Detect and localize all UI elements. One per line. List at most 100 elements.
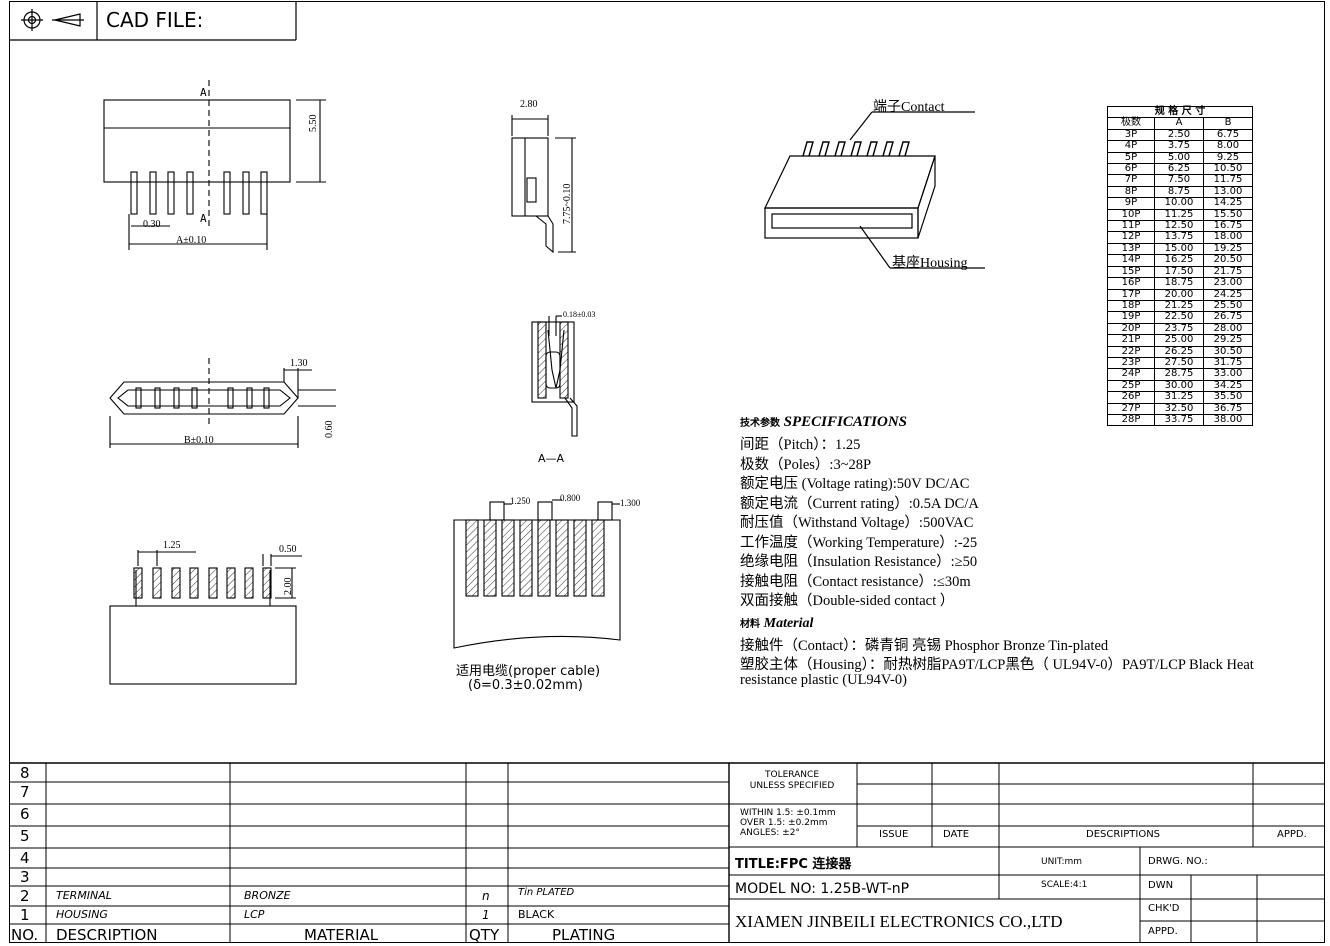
dimension-table-cell: 11.75: [1203, 174, 1253, 187]
bom-row-1-material: LCP: [244, 908, 265, 921]
front-view-dim-width: B±0.10: [184, 435, 214, 446]
front-view: [109, 358, 336, 448]
bottom-view-dim-pitch: 1.25: [163, 540, 181, 551]
bom-row-2-material: BRONZE: [244, 889, 291, 902]
dimension-table-header: B: [1203, 117, 1253, 130]
dimension-table-cell: 21.75: [1203, 265, 1253, 279]
dimension-table-cell: 22P: [1107, 345, 1155, 358]
dimension-table-cell: 8.75: [1154, 185, 1204, 199]
dimension-table-cell: 16P: [1107, 277, 1155, 290]
material-line: resistance plastic (UL94V-0): [740, 672, 907, 688]
dimension-table-cell: 13P: [1107, 242, 1155, 256]
dimension-table-cell: 3P: [1107, 128, 1155, 142]
dimension-table-cell: 11P: [1107, 220, 1155, 233]
dimension-table-cell: 5.00: [1154, 151, 1204, 165]
appd-label: APPD.: [1277, 829, 1307, 840]
housing-label: 基座Housing: [892, 256, 968, 271]
dimension-table-cell: 13.00: [1203, 185, 1253, 199]
dimension-table-cell: 7P: [1107, 174, 1155, 187]
dimension-table-cell: 16.25: [1154, 254, 1204, 267]
dimension-table-header: 极数: [1107, 117, 1155, 130]
spec-heading: 技术参数 SPECIFICATIONS: [740, 414, 907, 431]
dimension-table-cell: 9.25: [1203, 151, 1253, 165]
bom-row-number: 8: [20, 764, 30, 782]
bom-header-no: NO.: [11, 926, 39, 944]
top-view-label-a: A: [200, 86, 207, 99]
drwg-no-label: DRWG. NO.:: [1148, 856, 1208, 867]
dimension-table-cell: 19.25: [1203, 242, 1253, 256]
section-dim-thickness: 0.18±0.03: [563, 310, 596, 319]
dimension-table-cell: 35.50: [1203, 391, 1253, 404]
dimension-table-cell: 2.50: [1154, 128, 1204, 142]
bom-header-plating: PLATING: [552, 926, 616, 944]
dimension-table-cell: 15.00: [1154, 242, 1204, 256]
model-label: MODEL NO: 1.25B-WT-nP: [735, 881, 910, 897]
bom-header-description: DESCRIPTION: [56, 926, 158, 944]
bom-header-material: MATERIAL: [304, 926, 379, 944]
spec-line: 额定电流（Current rating）:0.5A DC/A: [740, 495, 979, 512]
dimension-table-cell: 12P: [1107, 231, 1155, 244]
bottom-view-dim-height: 2.00: [283, 577, 294, 596]
dimension-table-cell: 25.50: [1203, 299, 1253, 313]
dimension-table-cell: 10P: [1107, 208, 1155, 222]
spec-line: 接触电阻（Contact resistance）:≤30m: [740, 573, 971, 590]
dimension-table-cell: 29.25: [1203, 334, 1253, 347]
side-view-dim-height: 7.75~0.10: [562, 183, 573, 224]
dimension-table-cell: 10.50: [1203, 163, 1253, 176]
spec-line: 工作温度（Working Temperature）:-25: [740, 534, 978, 551]
dimension-table-cell: 19P: [1107, 311, 1155, 324]
dimension-table-cell: 7.50: [1154, 174, 1204, 187]
spec-line: 绝缘电阻（Insulation Resistance）:≥50: [740, 554, 978, 570]
spec-line: 极数（Poles）:3~28P: [740, 456, 872, 473]
dimension-table-cell: 36.75: [1203, 402, 1253, 415]
top-view-dim-width: A±0.10: [176, 235, 207, 246]
dimension-table-cell: 21P: [1107, 334, 1155, 347]
dimension-table-cell: 38.00: [1203, 413, 1253, 427]
tolerance-line-1: WITHIN 1.5: ±0.1mm: [740, 808, 836, 818]
drawing-frame: [9, 1, 1325, 943]
dimension-table-cell: 6.25: [1154, 163, 1204, 176]
bom-row-number: 5: [20, 827, 30, 845]
dimension-table-cell: 32.50: [1154, 402, 1204, 415]
dimension-table-cell: 23.75: [1154, 322, 1204, 336]
section-view: [531, 315, 578, 437]
dimension-table-cell: 12.50: [1154, 220, 1204, 233]
dimension-table-cell: 26P: [1107, 391, 1155, 404]
dimension-table-cell: 27P: [1107, 402, 1155, 415]
dimension-table-cell: 28.00: [1203, 322, 1253, 336]
dimension-table-cell: 17.50: [1154, 265, 1204, 279]
contact-label: 端子Contact: [873, 100, 945, 115]
cable-caption-2: (δ=0.3±0.02mm): [468, 678, 583, 693]
bottom-view-dim-pin: 0.50: [279, 544, 297, 555]
dimension-table-cell: 24.25: [1203, 288, 1253, 301]
appd2-label: APPD.: [1148, 926, 1178, 937]
dimension-table-cell: 33.75: [1154, 413, 1204, 427]
material-heading-en: Material: [763, 616, 814, 631]
spec-line: 双面接触（Double-sided contact ）: [740, 593, 955, 609]
dimension-table-cell: 25.00: [1154, 334, 1204, 347]
section-label: A—A: [538, 452, 565, 465]
top-view-label-a-bottom: A: [200, 212, 207, 225]
iso-view: [764, 111, 985, 269]
dimension-table-header: A: [1154, 117, 1204, 130]
bom-row-number: 3: [20, 868, 30, 886]
dimension-table-cell: 21.25: [1154, 299, 1204, 313]
cable-dim-2: 0.800: [560, 493, 581, 503]
dimension-table-cell: 20P: [1107, 322, 1155, 336]
dimension-table-cell: 28.75: [1154, 368, 1204, 381]
bom-row-number: 7: [20, 783, 30, 801]
projection-symbol-icon: [21, 9, 84, 31]
